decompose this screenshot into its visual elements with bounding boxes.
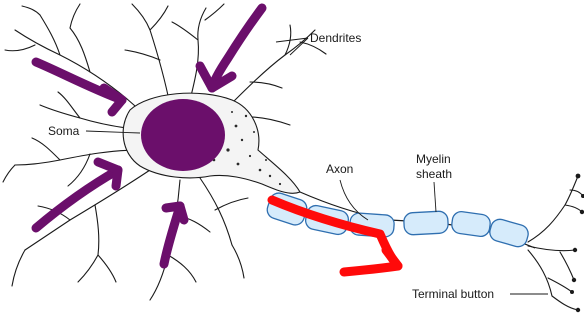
purple-arrow-left bbox=[36, 162, 118, 228]
terminal-button-knobs bbox=[570, 174, 584, 313]
soma-nucleus bbox=[141, 99, 225, 171]
purple-arrow-top bbox=[200, 8, 262, 88]
label-soma: Soma bbox=[48, 124, 80, 138]
myelin-leader bbox=[434, 182, 436, 212]
label-myelin-line1: Myelin bbox=[416, 152, 451, 166]
purple-arrow-top-left bbox=[36, 62, 122, 112]
terminal-branches bbox=[528, 176, 583, 310]
label-terminal-button: Terminal button bbox=[412, 287, 494, 301]
myelin-sheath bbox=[265, 191, 530, 249]
dendrites-leader-2 bbox=[290, 38, 308, 55]
label-dendrites: Dendrites bbox=[310, 31, 361, 45]
label-axon: Axon bbox=[326, 162, 353, 176]
purple-arrow-bottom bbox=[164, 206, 184, 264]
label-myelin-line2: sheath bbox=[416, 167, 452, 181]
